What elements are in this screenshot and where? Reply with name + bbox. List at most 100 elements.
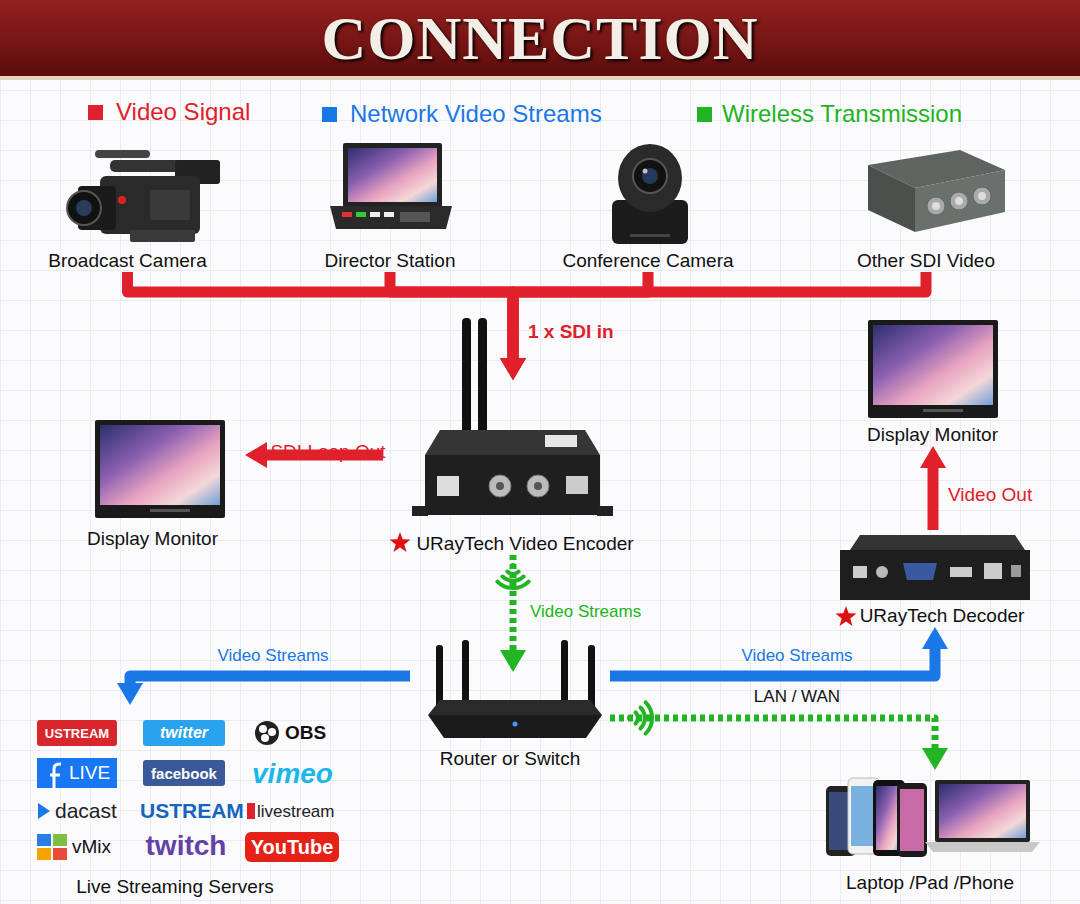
encoder-icon xyxy=(412,506,428,516)
platform-icons xyxy=(259,725,267,733)
phones-laptop-icon xyxy=(925,842,1040,852)
signal-connector xyxy=(928,468,939,530)
platform-icons xyxy=(50,764,61,788)
device-label: Display Monitor xyxy=(867,424,998,446)
encoder-icon xyxy=(597,506,613,516)
monitor-icon xyxy=(923,409,963,412)
director-station-icon xyxy=(330,143,452,229)
sdi-source-box-icon xyxy=(868,165,915,232)
connector-label: 1 x SDI in xyxy=(528,321,614,343)
connector-label: Video Streams xyxy=(530,601,641,623)
broadcast-camera-icon xyxy=(76,200,92,216)
sdi-source-box-icon xyxy=(978,192,986,200)
encoder-icon xyxy=(545,435,577,447)
platform-icons xyxy=(247,803,255,819)
platform-logo: twitch xyxy=(142,830,230,862)
router-icon xyxy=(513,722,518,727)
broadcast-camera-icon xyxy=(67,191,101,225)
device-label: Display Monitor xyxy=(87,528,218,550)
device-label: Broadcast Camera xyxy=(48,250,206,272)
decoder-icon xyxy=(984,563,1002,579)
phones-laptop-icon xyxy=(826,778,1040,857)
diagram-title: CONNECTION xyxy=(0,2,1080,74)
device-label: URayTech Video Encoder xyxy=(416,533,633,555)
decoder-icon xyxy=(850,535,1025,550)
broadcast-camera-icon xyxy=(67,150,220,242)
background xyxy=(0,0,1080,76)
connector-label: LAN / WAN xyxy=(754,686,840,708)
encoder-icon xyxy=(534,482,542,490)
device-label: Live Streaming Servers xyxy=(76,876,273,898)
signal-connector xyxy=(513,272,648,358)
background xyxy=(0,78,1080,904)
encoder-icon xyxy=(478,318,487,436)
encoder-icon xyxy=(566,476,588,494)
background xyxy=(0,76,1080,80)
device-node: Conference Camera xyxy=(555,135,741,272)
signal-connector xyxy=(513,272,926,358)
director-station-icon xyxy=(343,143,442,207)
star-mark xyxy=(390,532,411,552)
device-node: Other SDI Video xyxy=(845,140,1007,272)
platform-logo: facebook xyxy=(143,760,225,786)
device-node: Router or Switch xyxy=(410,672,610,770)
conference-camera-icon xyxy=(612,144,688,244)
sdi-source-box-icon xyxy=(915,170,1005,232)
platform-icons xyxy=(53,834,67,846)
decoder-icon xyxy=(950,567,972,577)
router-icon xyxy=(428,715,602,738)
connector-label: Video Streams xyxy=(741,645,852,667)
broadcast-camera-icon xyxy=(95,150,150,158)
wireless-symbol xyxy=(641,708,645,729)
device-label: Laptop /Pad /Phone xyxy=(846,872,1014,894)
director-station-icon xyxy=(384,212,394,217)
sdi-source-box-icon xyxy=(950,192,968,210)
wireless-symbol xyxy=(636,712,638,723)
signal-connector xyxy=(510,555,517,650)
device-label: Conference Camera xyxy=(562,250,733,272)
platform-icons xyxy=(268,728,276,736)
encoder-icon xyxy=(462,318,471,436)
wireless-symbol xyxy=(497,563,652,734)
signal-connector xyxy=(390,272,513,358)
platform-icons xyxy=(37,848,51,860)
wireless-symbol xyxy=(510,563,516,569)
conference-camera-icon xyxy=(642,168,658,184)
legend-text: Video Signal xyxy=(116,97,250,127)
platform-logo: YouTube xyxy=(245,832,339,862)
star-mark xyxy=(390,532,857,626)
encoder-icon xyxy=(527,475,549,497)
platform-logo: livestream xyxy=(257,800,345,824)
platform-logo: vMix xyxy=(72,834,127,860)
broadcast-camera-icon xyxy=(118,196,126,204)
director-station-icon xyxy=(370,212,380,217)
platform-logo: twitter xyxy=(143,720,225,746)
sdi-source-box-icon xyxy=(868,150,1005,232)
device-label: Router or Switch xyxy=(440,748,580,770)
platform-icons xyxy=(37,758,62,788)
encoder-icon xyxy=(496,482,504,490)
router-icon xyxy=(462,640,469,705)
router-icon xyxy=(428,700,602,715)
sdi-source-box-icon xyxy=(932,202,940,210)
wireless-symbol xyxy=(497,582,528,588)
decoder-icon xyxy=(853,566,867,578)
device-node: URayTech Decoder xyxy=(830,530,1030,627)
device-node: Broadcast Camera xyxy=(40,140,215,272)
conference-camera-icon xyxy=(633,159,667,193)
conference-camera-icon xyxy=(618,144,682,212)
encoder-icon xyxy=(425,455,600,515)
director-station-icon xyxy=(342,212,352,217)
decoder-icon xyxy=(840,550,1030,600)
director-station-icon xyxy=(356,212,366,217)
device-node: Display Monitor xyxy=(60,415,245,550)
sdi-source-box-icon xyxy=(973,187,991,205)
director-station-icon xyxy=(348,148,437,202)
legend-swatch xyxy=(322,107,337,122)
platform-icons xyxy=(255,721,279,745)
device-label: Other SDI Video xyxy=(857,250,995,272)
legend-swatch xyxy=(697,107,712,122)
director-station-icon xyxy=(400,212,430,222)
